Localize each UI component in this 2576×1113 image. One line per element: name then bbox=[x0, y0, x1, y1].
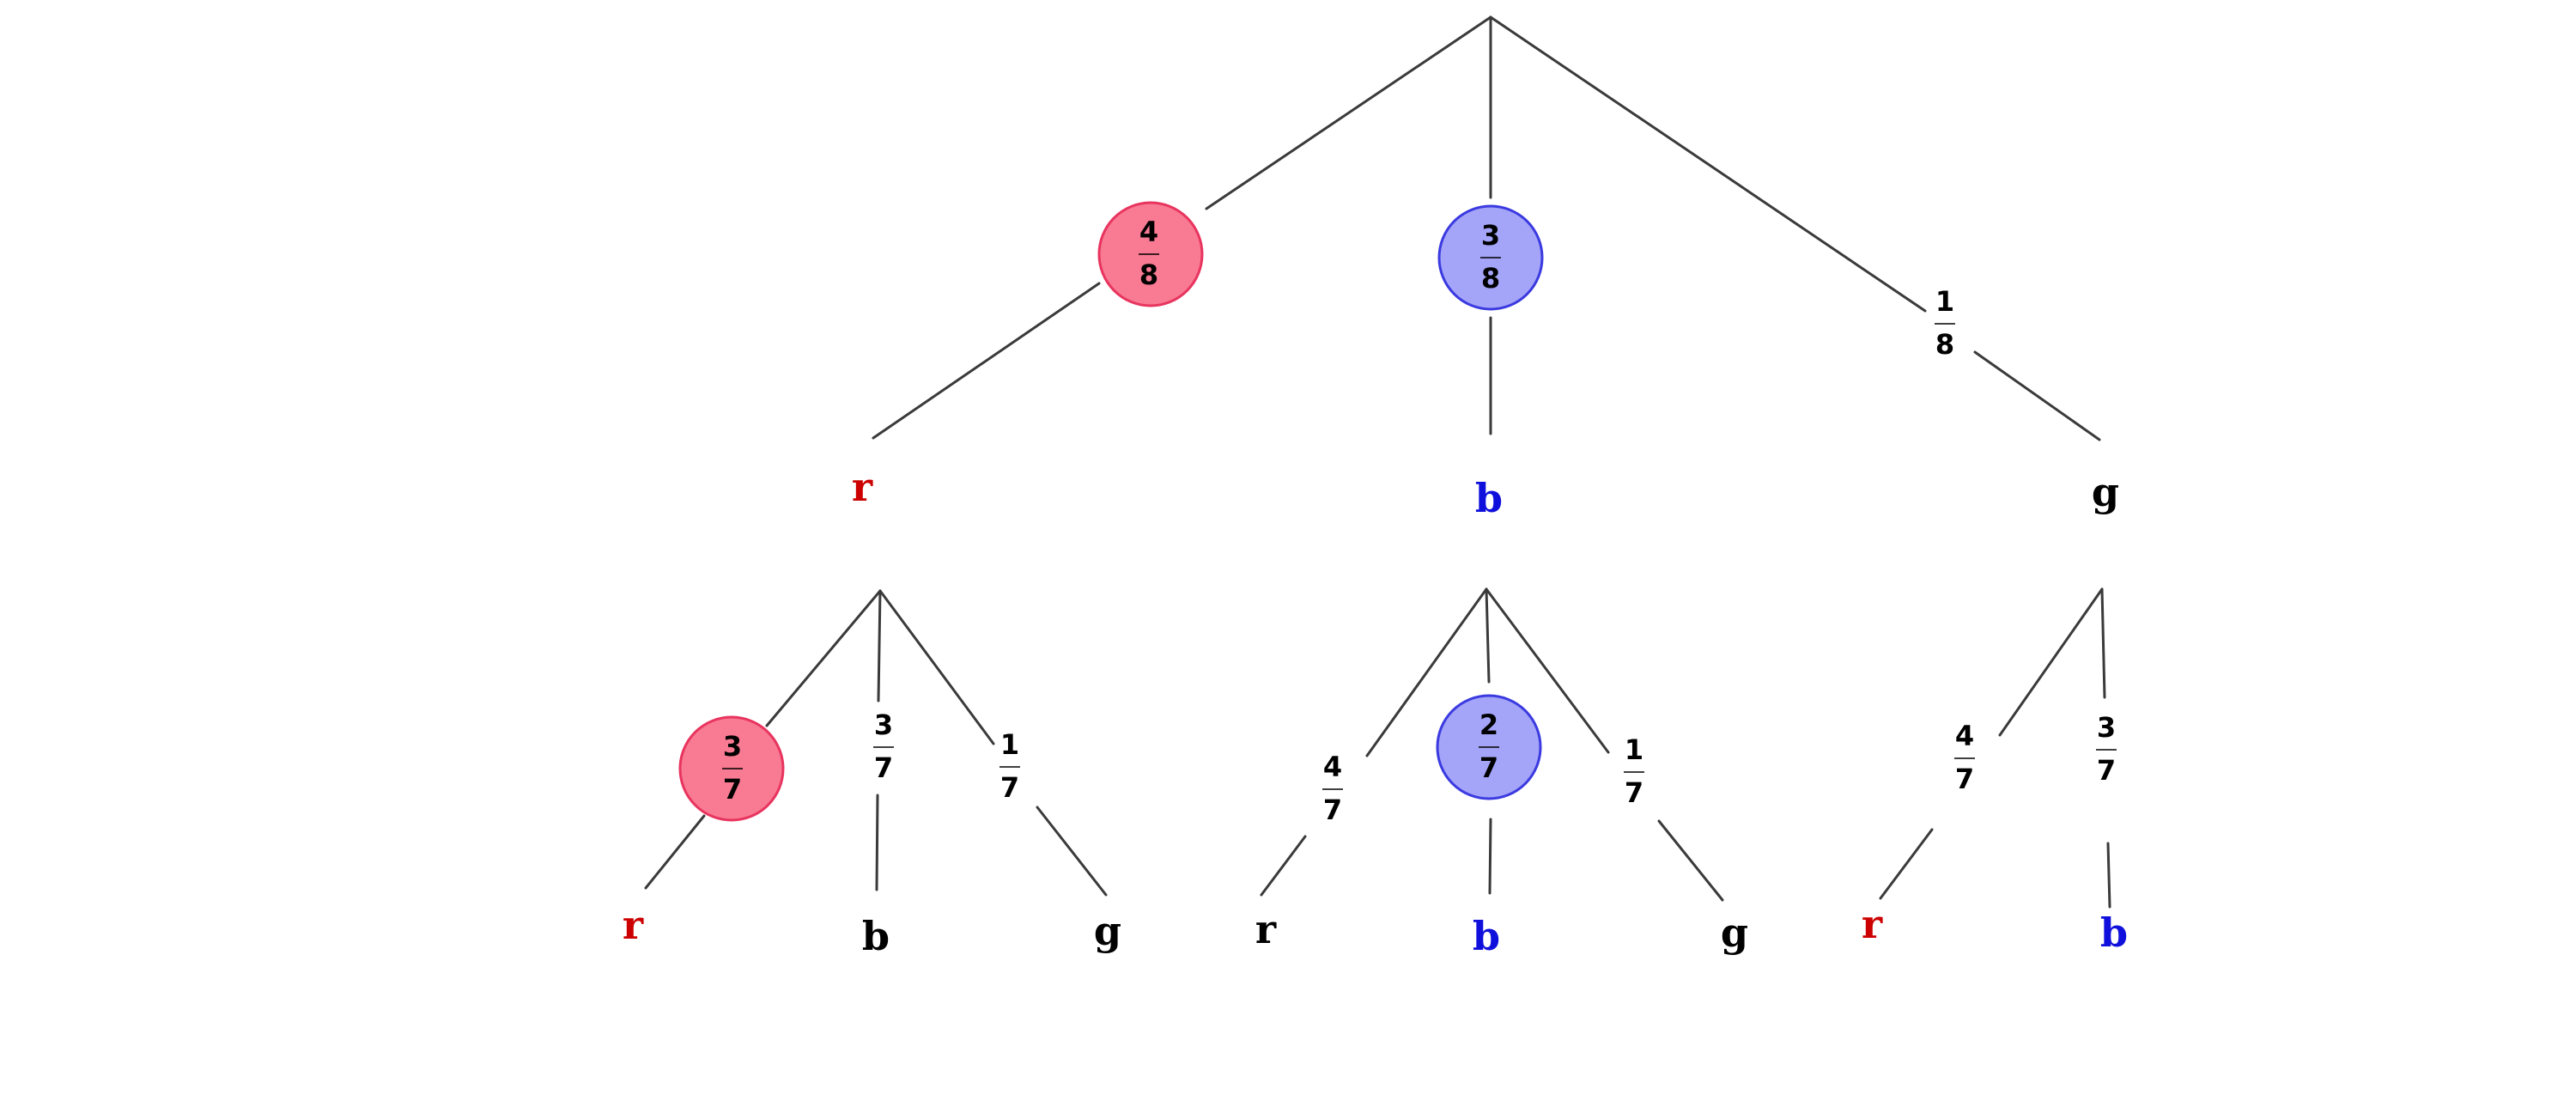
edge-g-to-r-lower bbox=[1879, 828, 1934, 900]
node-label-b: b bbox=[1475, 475, 1503, 521]
fraction-denominator: 7 bbox=[1323, 794, 1342, 826]
edge-r-to-b-upper bbox=[877, 589, 882, 702]
node-label-r: r bbox=[852, 464, 873, 510]
level1-edges bbox=[872, 15, 2101, 441]
leaf-label-gb: b bbox=[2100, 909, 2128, 956]
edge-g-to-b-upper bbox=[2100, 587, 2106, 699]
edge-root-to-r-upper bbox=[1205, 15, 1492, 210]
fraction-denominator: 7 bbox=[1479, 751, 1498, 784]
level2-edges-g bbox=[1879, 587, 2111, 909]
edge-b-to-b-upper bbox=[1485, 587, 1491, 684]
edge-r-to-r-lower bbox=[644, 814, 706, 890]
fraction-numerator: 1 bbox=[1625, 733, 1643, 766]
level2-edges-b bbox=[1260, 587, 1724, 902]
fraction-numerator: 3 bbox=[874, 709, 893, 741]
fraction-numerator: 4 bbox=[1955, 720, 1974, 752]
leaf-label-rg: g bbox=[1094, 908, 1121, 954]
fraction-denominator: 7 bbox=[1000, 771, 1019, 804]
fraction-gr-branch: 4 7 bbox=[1954, 720, 1975, 795]
leaf-label-gr: r bbox=[1862, 901, 1883, 947]
edge-root-to-g-upper bbox=[1489, 15, 1927, 313]
edge-b-to-b-lower bbox=[1488, 818, 1492, 895]
fraction-rb-branch: 3 7 bbox=[873, 709, 894, 784]
fraction-b-branch: 3 8 bbox=[1480, 219, 1501, 295]
leaf-label-rb: b bbox=[862, 913, 890, 959]
edge-g-to-r-upper bbox=[1998, 587, 2104, 737]
fraction-numerator: 3 bbox=[2097, 711, 2116, 744]
fraction-bg-branch: 1 7 bbox=[1624, 733, 1644, 809]
edge-r-to-g-upper bbox=[878, 589, 995, 745]
leaf-label-br: r bbox=[1255, 906, 1277, 952]
fraction-g-branch: 1 8 bbox=[1935, 285, 1955, 361]
leaf-label-bg: g bbox=[1721, 909, 1748, 956]
fraction-numerator: 1 bbox=[1000, 728, 1019, 761]
fraction-numerator: 1 bbox=[1935, 285, 1954, 318]
edge-b-to-g-lower bbox=[1657, 819, 1724, 902]
edge-g-to-b-lower bbox=[2106, 842, 2111, 909]
fraction-rr-branch: 3 7 bbox=[722, 730, 743, 806]
fraction-numerator: 3 bbox=[723, 730, 742, 763]
fraction-denominator: 7 bbox=[874, 751, 893, 784]
fraction-denominator: 7 bbox=[1625, 776, 1643, 809]
level2-edges-r bbox=[644, 589, 1108, 897]
edge-r-to-r-upper bbox=[765, 589, 882, 727]
fraction-numerator: 2 bbox=[1479, 709, 1498, 741]
node-label-g: g bbox=[2092, 469, 2119, 515]
fraction-br-branch: 4 7 bbox=[1322, 751, 1343, 826]
leaf-label-bb: b bbox=[1473, 913, 1500, 959]
fraction-denominator: 7 bbox=[2097, 754, 2116, 787]
fraction-numerator: 3 bbox=[1481, 219, 1500, 252]
fraction-denominator: 7 bbox=[1955, 763, 1974, 795]
edge-b-to-r-upper bbox=[1365, 587, 1488, 757]
fraction-numerator: 4 bbox=[1323, 751, 1342, 783]
edge-r-to-g-lower bbox=[1036, 806, 1108, 897]
fraction-rg-branch: 1 7 bbox=[999, 728, 1020, 804]
edge-root-to-r-lower bbox=[872, 282, 1101, 440]
fraction-gb-branch: 3 7 bbox=[2096, 711, 2117, 787]
edge-r-to-b-lower bbox=[875, 794, 879, 891]
fraction-denominator: 8 bbox=[1481, 262, 1500, 295]
fraction-r-branch: 4 8 bbox=[1139, 216, 1159, 291]
fraction-numerator: 4 bbox=[1139, 216, 1158, 248]
fraction-bb-branch: 2 7 bbox=[1479, 709, 1499, 784]
edge-b-to-g-upper bbox=[1485, 587, 1610, 754]
edge-b-to-r-lower bbox=[1260, 835, 1307, 897]
leaf-label-rr: r bbox=[623, 902, 644, 948]
fraction-denominator: 8 bbox=[1935, 328, 1954, 361]
fraction-denominator: 8 bbox=[1139, 258, 1158, 291]
edge-root-to-g-lower bbox=[1973, 350, 2101, 441]
fraction-denominator: 7 bbox=[723, 773, 742, 806]
